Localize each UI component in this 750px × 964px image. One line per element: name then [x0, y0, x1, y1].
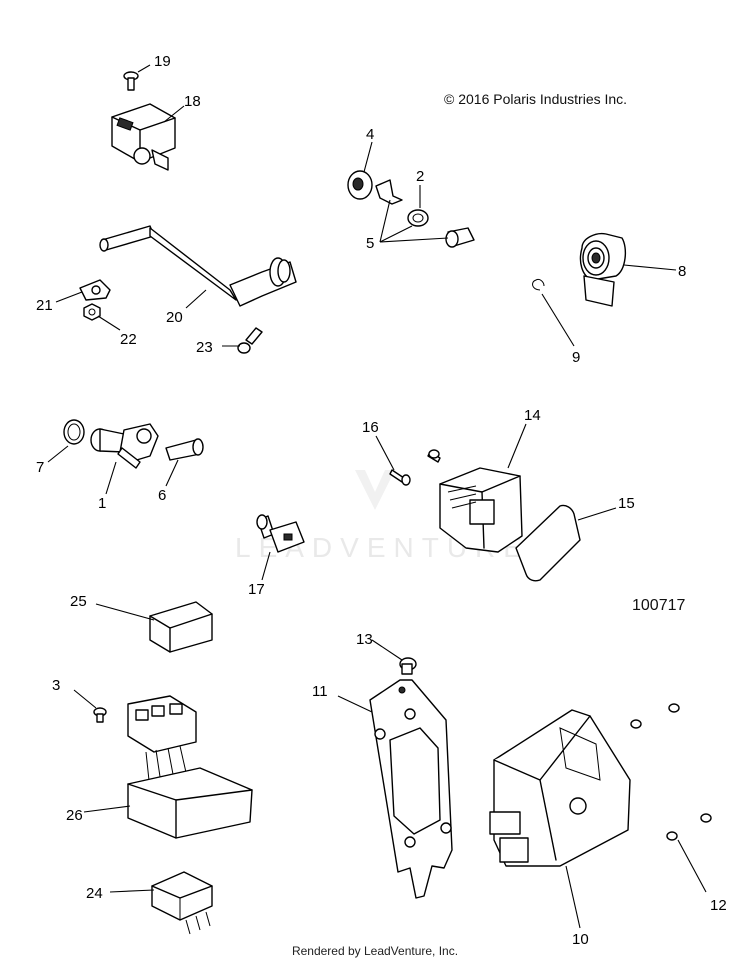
- callout-1: 1: [98, 495, 106, 512]
- part-26-module: [127, 695, 253, 839]
- part-10-ecu: [489, 709, 631, 867]
- watermark-logo: [355, 470, 395, 510]
- callout-25: 25: [70, 593, 87, 610]
- part-20-crank-sensor: [99, 225, 297, 307]
- part-21-bracket: [79, 279, 111, 301]
- part-2-oring: [407, 209, 429, 227]
- callout-22: 22: [120, 331, 137, 348]
- part-24-switch: [151, 871, 213, 935]
- part-3-screw: [93, 707, 107, 723]
- part-5-sensor-tip: [445, 227, 475, 248]
- footer-credit: Rendered by LeadVenture, Inc.: [291, 944, 459, 958]
- callout-5: 5: [366, 235, 374, 252]
- callout-4: 4: [366, 126, 374, 143]
- callout-9: 9: [572, 349, 580, 366]
- diagram-number: 100717: [632, 597, 686, 614]
- part-22-nut: [83, 303, 101, 321]
- part-17-temp-sensor: [256, 514, 305, 553]
- callout-6: 6: [158, 487, 166, 504]
- callout-10: 10: [572, 931, 589, 948]
- part-15-gasket: [515, 504, 581, 582]
- callout-23: 23: [196, 339, 213, 356]
- part-5-clip: [375, 179, 403, 205]
- part-12-screws: [630, 703, 712, 841]
- callout-20: 20: [166, 309, 183, 326]
- part-23-bolt: [237, 327, 263, 354]
- callout-14: 14: [524, 407, 541, 424]
- callout-16: 16: [362, 419, 379, 436]
- part-14-bracket-housing: [439, 467, 523, 553]
- part-19-screw: [123, 71, 139, 91]
- part-25-relay: [149, 601, 213, 653]
- part-8-knock-sensor: [579, 232, 627, 307]
- callout-7: 7: [36, 459, 44, 476]
- part-1-cam-sensor: [90, 423, 159, 469]
- leader-lines: [47, 64, 707, 929]
- callout-24: 24: [86, 885, 103, 902]
- callout-21: 21: [36, 297, 53, 314]
- part-13-bolt: [399, 657, 417, 675]
- callout-11: 11: [312, 683, 328, 700]
- part-16-screws: [389, 449, 441, 486]
- callout-13: 13: [356, 631, 373, 648]
- part-9-circlip: [532, 279, 545, 291]
- callout-15: 15: [618, 495, 635, 512]
- callout-12: 12: [710, 897, 727, 914]
- callout-2: 2: [416, 168, 424, 185]
- part-18-map-sensor: [111, 103, 176, 171]
- part-7-oring: [63, 419, 85, 445]
- part-6-bolt: [165, 438, 204, 461]
- callouts: 19 18 4 2 5 8 9 21 22 20 23 7 1 6 16 14 …: [36, 53, 727, 948]
- copyright-notice: © 2016 Polaris Industries Inc.: [444, 91, 628, 107]
- callout-3: 3: [52, 677, 60, 694]
- part-11-mounting-bracket: [369, 679, 453, 899]
- part-4-grommet: [347, 170, 373, 200]
- callout-8: 8: [678, 263, 686, 280]
- callout-18: 18: [184, 93, 201, 110]
- callout-26: 26: [66, 807, 83, 824]
- callout-17: 17: [248, 581, 265, 598]
- callout-19: 19: [154, 53, 171, 70]
